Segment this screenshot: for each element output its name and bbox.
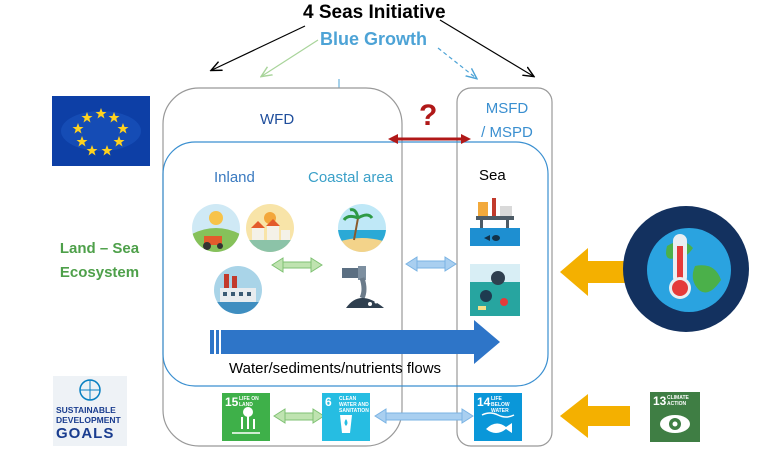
arrow-title-to-msfd bbox=[439, 19, 533, 76]
sea-label: Sea bbox=[479, 167, 506, 184]
beach-icon bbox=[338, 204, 386, 252]
title: 4 Seas Initiative bbox=[303, 2, 446, 23]
climate-globe-icon bbox=[623, 206, 749, 332]
sdg-logo-line3: GOALS bbox=[56, 425, 115, 442]
question-mark: ? bbox=[419, 99, 438, 132]
marine-litter-icon bbox=[470, 264, 520, 316]
orange-arrow-sdg13 bbox=[560, 394, 630, 438]
double-arrow-coastal-sea bbox=[405, 256, 457, 272]
land-sea-label: Land – Sea Ecosystem bbox=[59, 240, 140, 281]
oil-platform-icon bbox=[470, 196, 520, 246]
msfd-label: MSFD / MSPD bbox=[481, 100, 533, 141]
sdg14-tile: 14 LIFE BELOW WATER bbox=[474, 393, 522, 441]
eu-flag-icon bbox=[52, 96, 150, 166]
flows-label: Water/sediments/nutrients flows bbox=[229, 360, 442, 377]
arrow-blue-growth-to-msfd bbox=[437, 47, 476, 78]
sdg15-tile: 15 LIFE ON LAND bbox=[222, 393, 270, 441]
msfd-frame bbox=[456, 87, 553, 447]
coastal-label: Coastal area bbox=[308, 169, 394, 186]
double-arrow-sdg15-sdg6 bbox=[273, 408, 325, 424]
inland-label: Inland bbox=[214, 169, 255, 186]
sewage-outlet-icon bbox=[340, 264, 388, 312]
double-arrow-inland-coastal bbox=[271, 257, 323, 273]
un-emblem-icon bbox=[79, 379, 101, 401]
farm-icon bbox=[192, 204, 240, 252]
town-icon bbox=[246, 204, 294, 252]
sdg-logo-line1: SUSTAINABLE bbox=[56, 405, 116, 415]
sdg6-tile: 6 CLEAN WATER AND SANITATION bbox=[322, 393, 370, 441]
arrow-title-to-wfd bbox=[212, 25, 306, 70]
double-arrow-sdg6-sdg14 bbox=[374, 408, 474, 424]
flow-arrow bbox=[210, 320, 500, 364]
land-sea-frame bbox=[162, 141, 549, 387]
sdg-logo-line2: DEVELOPMENT bbox=[56, 415, 121, 425]
subtitle: Blue Growth bbox=[320, 29, 427, 49]
factory-icon bbox=[214, 266, 262, 314]
sdg-logo: SUSTAINABLE DEVELOPMENT GOALS bbox=[53, 376, 127, 446]
orange-arrow-climate bbox=[560, 248, 630, 296]
sdg13-tile: 13 CLIMATE ACTION bbox=[650, 392, 700, 442]
arrow-blue-growth-to-wfd bbox=[262, 39, 319, 76]
wfd-label: WFD bbox=[260, 111, 295, 128]
